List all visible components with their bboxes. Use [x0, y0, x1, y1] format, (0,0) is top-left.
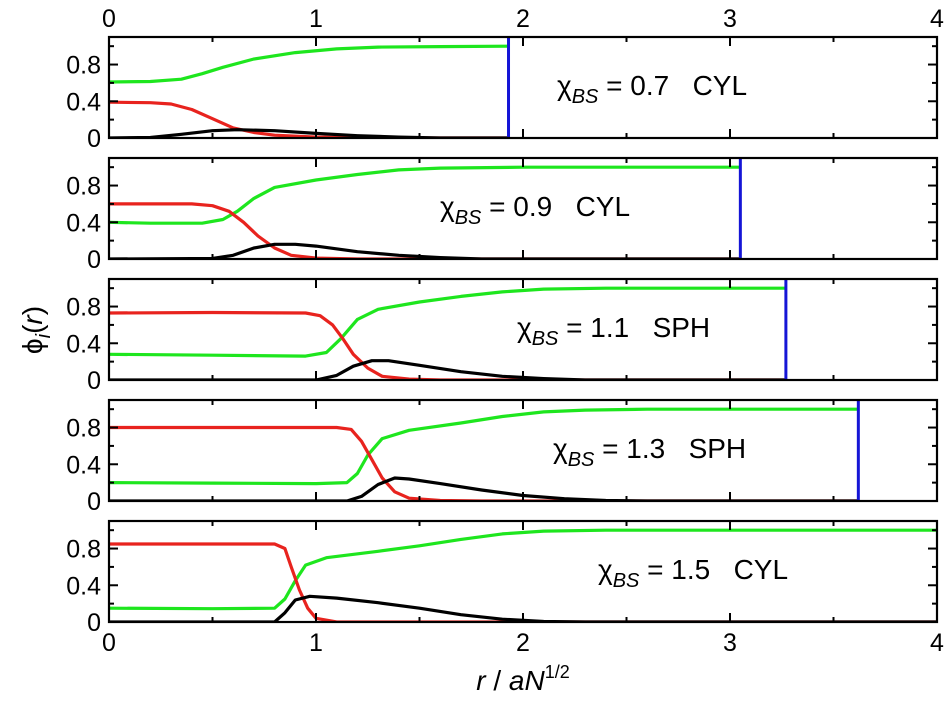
x-tick-label-top: 0 [102, 5, 116, 33]
series-green-line [109, 407, 859, 486]
y-tick-label: 0.8 [66, 536, 101, 564]
panel-annotation: χBS = 1.3 SPH [553, 433, 746, 471]
panels: 0 0.4 0.8 χBS = 0.7 CYL 0 0.4 0.8 χBS = 0.9 CYL… [66, 5, 944, 657]
x-tick-label-top: 1 [309, 5, 323, 33]
x-tick-label-bottom: 4 [930, 629, 944, 657]
x-axis-label: r / aN1/2 [476, 662, 570, 696]
series-black-line [109, 359, 786, 380]
x-tick-label-top: 4 [930, 5, 944, 33]
panel-annotation: χBS = 1.5 CYL [598, 554, 788, 592]
series-green-line [109, 44, 509, 84]
x-tick-label-bottom: 2 [516, 629, 530, 657]
x-tick-label-top: 3 [723, 5, 737, 33]
y-tick-label: 0.8 [66, 294, 101, 322]
series-group [109, 44, 509, 138]
y-tick-label: 0.8 [66, 173, 101, 201]
y-tick-label: 0.4 [66, 572, 101, 600]
series-green-line [109, 286, 786, 358]
series-red-line [109, 542, 937, 622]
panel-4: 0 0.4 0.8 χBS = 1.3 SPH [66, 398, 939, 516]
y-tick-label: 0.4 [66, 330, 101, 358]
panel-1: 0 0.4 0.8 χBS = 0.7 CYL [66, 35, 939, 153]
panel-frame [107, 519, 939, 624]
y-tick-label: 0 [87, 246, 101, 274]
panel-3: 0 0.4 0.8 χBS = 1.1 SPH [66, 277, 939, 395]
panel-5: 0 0.4 0.8 χBS = 1.5 CYL [66, 519, 939, 637]
panel-frame [107, 35, 939, 140]
y-tick-label: 0 [87, 488, 101, 516]
series-group [109, 165, 741, 259]
series-red-line [109, 202, 741, 259]
y-tick-label: 0.8 [66, 52, 101, 80]
y-axis-label: ϕi(r) [17, 306, 55, 354]
panel-annotation: χBS = 0.7 CYL [557, 70, 747, 108]
y-tick-label: 0.4 [66, 451, 101, 479]
series-black-line [109, 242, 741, 259]
x-tick-label-bottom: 1 [309, 629, 323, 657]
x-tick-label-top: 2 [516, 5, 530, 33]
series-group [109, 528, 937, 622]
y-tick-label: 0 [87, 125, 101, 153]
series-black-line [109, 476, 859, 501]
y-tick-label: 0 [87, 367, 101, 395]
y-tick-label: 0.4 [66, 88, 101, 116]
panel-2: 0 0.4 0.8 χBS = 0.9 CYL [66, 156, 939, 274]
y-tick-label: 0.4 [66, 209, 101, 237]
x-tick-label-bottom: 3 [723, 629, 737, 657]
y-tick-label: 0.8 [66, 415, 101, 443]
panel-annotation: χBS = 0.9 CYL [440, 191, 630, 229]
series-green-line [109, 528, 937, 611]
y-tick-label: 0 [87, 609, 101, 637]
series-green-line [109, 165, 741, 225]
panel-annotation: χBS = 1.1 SPH [517, 312, 710, 350]
x-tick-label-bottom: 0 [102, 629, 116, 657]
